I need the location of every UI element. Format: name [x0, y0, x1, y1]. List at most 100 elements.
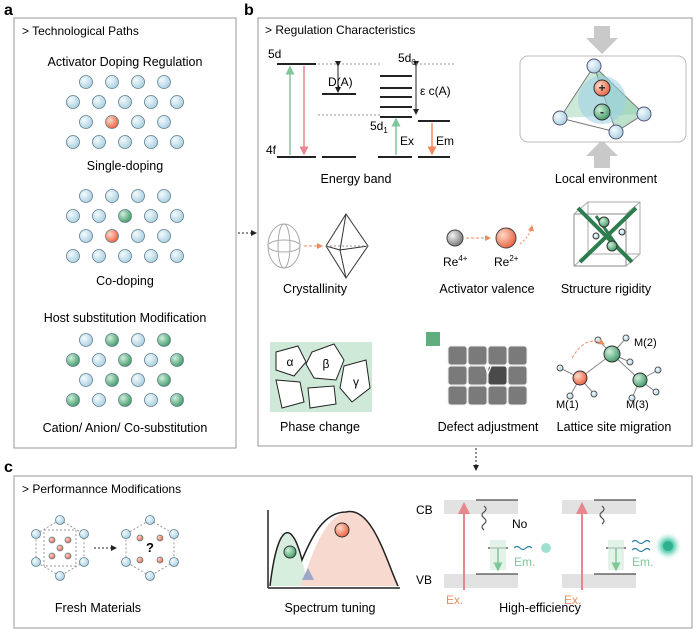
caption-local-environment: Local environment: [555, 172, 658, 186]
puzzle-piece: [507, 365, 528, 386]
puzzle-piece: [487, 385, 508, 406]
caption-lattice-migration: Lattice site migration: [557, 420, 672, 434]
site-m3: [632, 372, 648, 388]
em-label: Em: [436, 134, 454, 148]
high-efficiency-figure: CB VB No Ex. Em. Ex. Em.: [416, 499, 682, 607]
caption-crystallinity: Crystallinity: [283, 282, 348, 296]
lattice-atom: [48, 552, 56, 560]
puzzle-piece: [447, 345, 468, 366]
label-m3: M(3): [626, 399, 649, 411]
fresh-materials-figure: ?: [31, 515, 179, 581]
label-m2: M(2): [634, 337, 657, 349]
phase-change-figure: α β γ: [270, 342, 372, 412]
lattice-atom: [92, 135, 106, 149]
svg-text:+: +: [598, 81, 605, 95]
label-vb: VB: [416, 573, 432, 587]
local-environment-figure: + -: [519, 26, 687, 168]
lattice-atom: [170, 393, 184, 407]
puzzle-piece: [467, 385, 488, 406]
lattice-atom: [156, 534, 164, 542]
label-em-right: Em.: [632, 555, 653, 569]
lattice-atom: [66, 209, 80, 223]
caption-defect-adjustment: Defect adjustment: [438, 420, 539, 434]
lattice-atom: [145, 515, 155, 525]
puzzle-piece: [447, 365, 468, 386]
lattice-atom: [92, 249, 106, 263]
lattice-atom: [79, 189, 93, 203]
lattice-atom: [118, 249, 132, 263]
lattice-atom: [55, 571, 65, 581]
lattice-atom: [170, 95, 184, 109]
level-5d-left: 5d: [268, 47, 281, 61]
lattice-atom: [131, 229, 145, 243]
lattice-atom: [170, 209, 184, 223]
question-mark: ?: [146, 540, 154, 555]
structure-rigidity-figure: [573, 201, 641, 267]
lattice-atom: [145, 571, 155, 581]
site-m2: [603, 345, 621, 363]
label-cb: CB: [416, 503, 433, 517]
lattice-atom: [144, 95, 158, 109]
svg-text:-: -: [600, 105, 604, 119]
lattice-atom: [131, 373, 145, 387]
lattice-atom: [66, 353, 80, 367]
lattice-atom: [121, 529, 131, 539]
lattice-atom: [157, 333, 171, 347]
lattice-atom: [131, 115, 145, 129]
puzzle-piece: [507, 345, 528, 366]
lattice-atom: [131, 189, 145, 203]
lattice-atom: [79, 557, 89, 567]
puzzle-piece: [447, 385, 468, 406]
panel-a-frame: [13, 17, 237, 449]
activator-valence-figure: Re4+ Re2+: [443, 225, 534, 269]
phase-beta: β: [323, 357, 330, 371]
vb-left: [444, 574, 518, 588]
re2-ion: [495, 227, 517, 249]
lattice-atom: [157, 189, 171, 203]
panel-a-header: > Technological Paths: [22, 24, 139, 38]
lattice-atom: [92, 209, 106, 223]
lattice-atom: [64, 552, 72, 560]
puzzle-piece: [467, 365, 488, 386]
lattice-atom: [131, 333, 145, 347]
lattice-atom: [79, 75, 93, 89]
negative-charge-icon: [593, 103, 611, 121]
vacancy-symbol: V: [484, 363, 492, 377]
label-ex-right: Ex.: [564, 593, 581, 607]
crystallinity-figure: [267, 213, 369, 279]
caption-structure-rigidity: Structure rigidity: [561, 282, 652, 296]
phase-alpha: α: [287, 355, 294, 369]
lattice-atom: [66, 95, 80, 109]
weak-emission-dot: [541, 543, 551, 553]
label-ex-left: Ex.: [446, 593, 463, 607]
pressure-arrow-top: [586, 26, 618, 54]
puzzle-grid: [447, 345, 528, 406]
label-em-left: Em.: [514, 555, 535, 569]
lattice-atom: [118, 209, 132, 223]
lattice-atom: [169, 557, 179, 567]
defect-adjustment-figure: V: [426, 332, 528, 406]
lattice-atom: [118, 353, 132, 367]
eps-label: ε c(A): [420, 84, 451, 98]
panel-b-header: > Regulation Characteristics: [265, 23, 415, 37]
caption-high-efficiency: High-efficiency: [499, 601, 582, 615]
lattice-atom: [79, 229, 93, 243]
lattice-atom: [144, 209, 158, 223]
panel-a-lattices: [66, 75, 184, 407]
lattice-atom: [105, 115, 119, 129]
caption-phase-change: Phase change: [280, 420, 360, 434]
site-m1: [572, 370, 588, 386]
level-5d-top: 5d0: [398, 51, 416, 67]
lattice-atom: [170, 353, 184, 367]
lattice-atom: [105, 75, 119, 89]
lattice-atom: [31, 529, 41, 539]
lattice-atom: [169, 529, 179, 539]
lattice-atom: [56, 544, 64, 552]
label-host-substitution: Host substitution Modification: [44, 311, 207, 325]
lattice-site-migration-figure: M(2) M(1) M(3): [556, 334, 662, 411]
lattice-atom: [79, 373, 93, 387]
lattice-atom: [136, 556, 144, 564]
pressure-arrow-bottom: [586, 140, 618, 168]
caption-activator-valence: Activator valence: [439, 282, 534, 296]
